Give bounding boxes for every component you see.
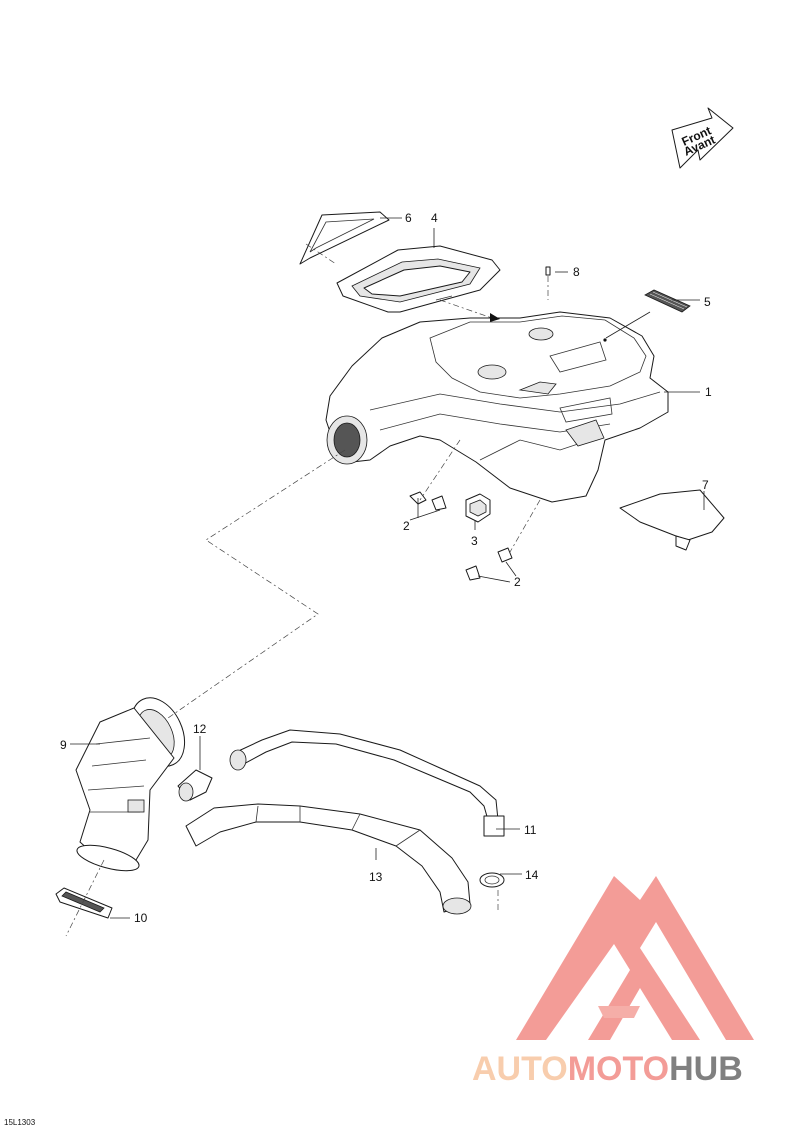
callout-4: 4 [431, 211, 438, 225]
callout-14: 14 [525, 868, 539, 882]
part-2-clip [465, 547, 513, 581]
part-14-clamp [479, 872, 505, 888]
part-3-grommet [465, 493, 491, 523]
part-1-airbox [325, 311, 669, 503]
leader-lines [70, 217, 705, 919]
callout-2-right: 2 [514, 575, 521, 589]
drawing-code: 15L1303 [4, 1118, 36, 1127]
watermark-logo: AUTOMOTOHUB [472, 876, 754, 1088]
part-11-hose [229, 729, 505, 837]
part-10-clamp [55, 887, 113, 919]
assembly-lines [65, 243, 549, 937]
callout-8: 8 [573, 265, 580, 279]
part-12-fitting [177, 769, 213, 802]
callout-11: 11 [524, 823, 537, 837]
callout-12: 12 [193, 722, 207, 736]
part-6-seal [299, 211, 390, 265]
part-13-hose [185, 803, 472, 915]
part-7-bracket [619, 489, 725, 551]
part-5-grille [644, 289, 691, 313]
part-2-clip [409, 491, 447, 511]
watermark-part-moto: MOTO [568, 1050, 669, 1088]
part-9-adapter [75, 697, 186, 872]
callout-7: 7 [702, 478, 709, 492]
watermark-part-hub: HUB [669, 1050, 743, 1088]
callout-2-left: 2 [403, 519, 410, 533]
part-4-filter-element [336, 245, 501, 313]
callout-5: 5 [704, 295, 711, 309]
part-8-pin [545, 266, 551, 276]
callout-1: 1 [705, 385, 712, 399]
callout-labels: 1 2 2 3 4 5 6 7 8 9 10 11 12 13 14 [60, 211, 712, 925]
front-direction-arrow: Front Avant [671, 107, 734, 169]
callout-9: 9 [60, 738, 67, 752]
callout-3: 3 [471, 534, 478, 548]
callout-10: 10 [134, 911, 148, 925]
watermark-text: AUTOMOTOHUB [472, 1050, 743, 1088]
callout-6: 6 [405, 211, 412, 225]
callout-13: 13 [369, 870, 383, 884]
watermark-part-auto: AUTO [472, 1050, 568, 1088]
